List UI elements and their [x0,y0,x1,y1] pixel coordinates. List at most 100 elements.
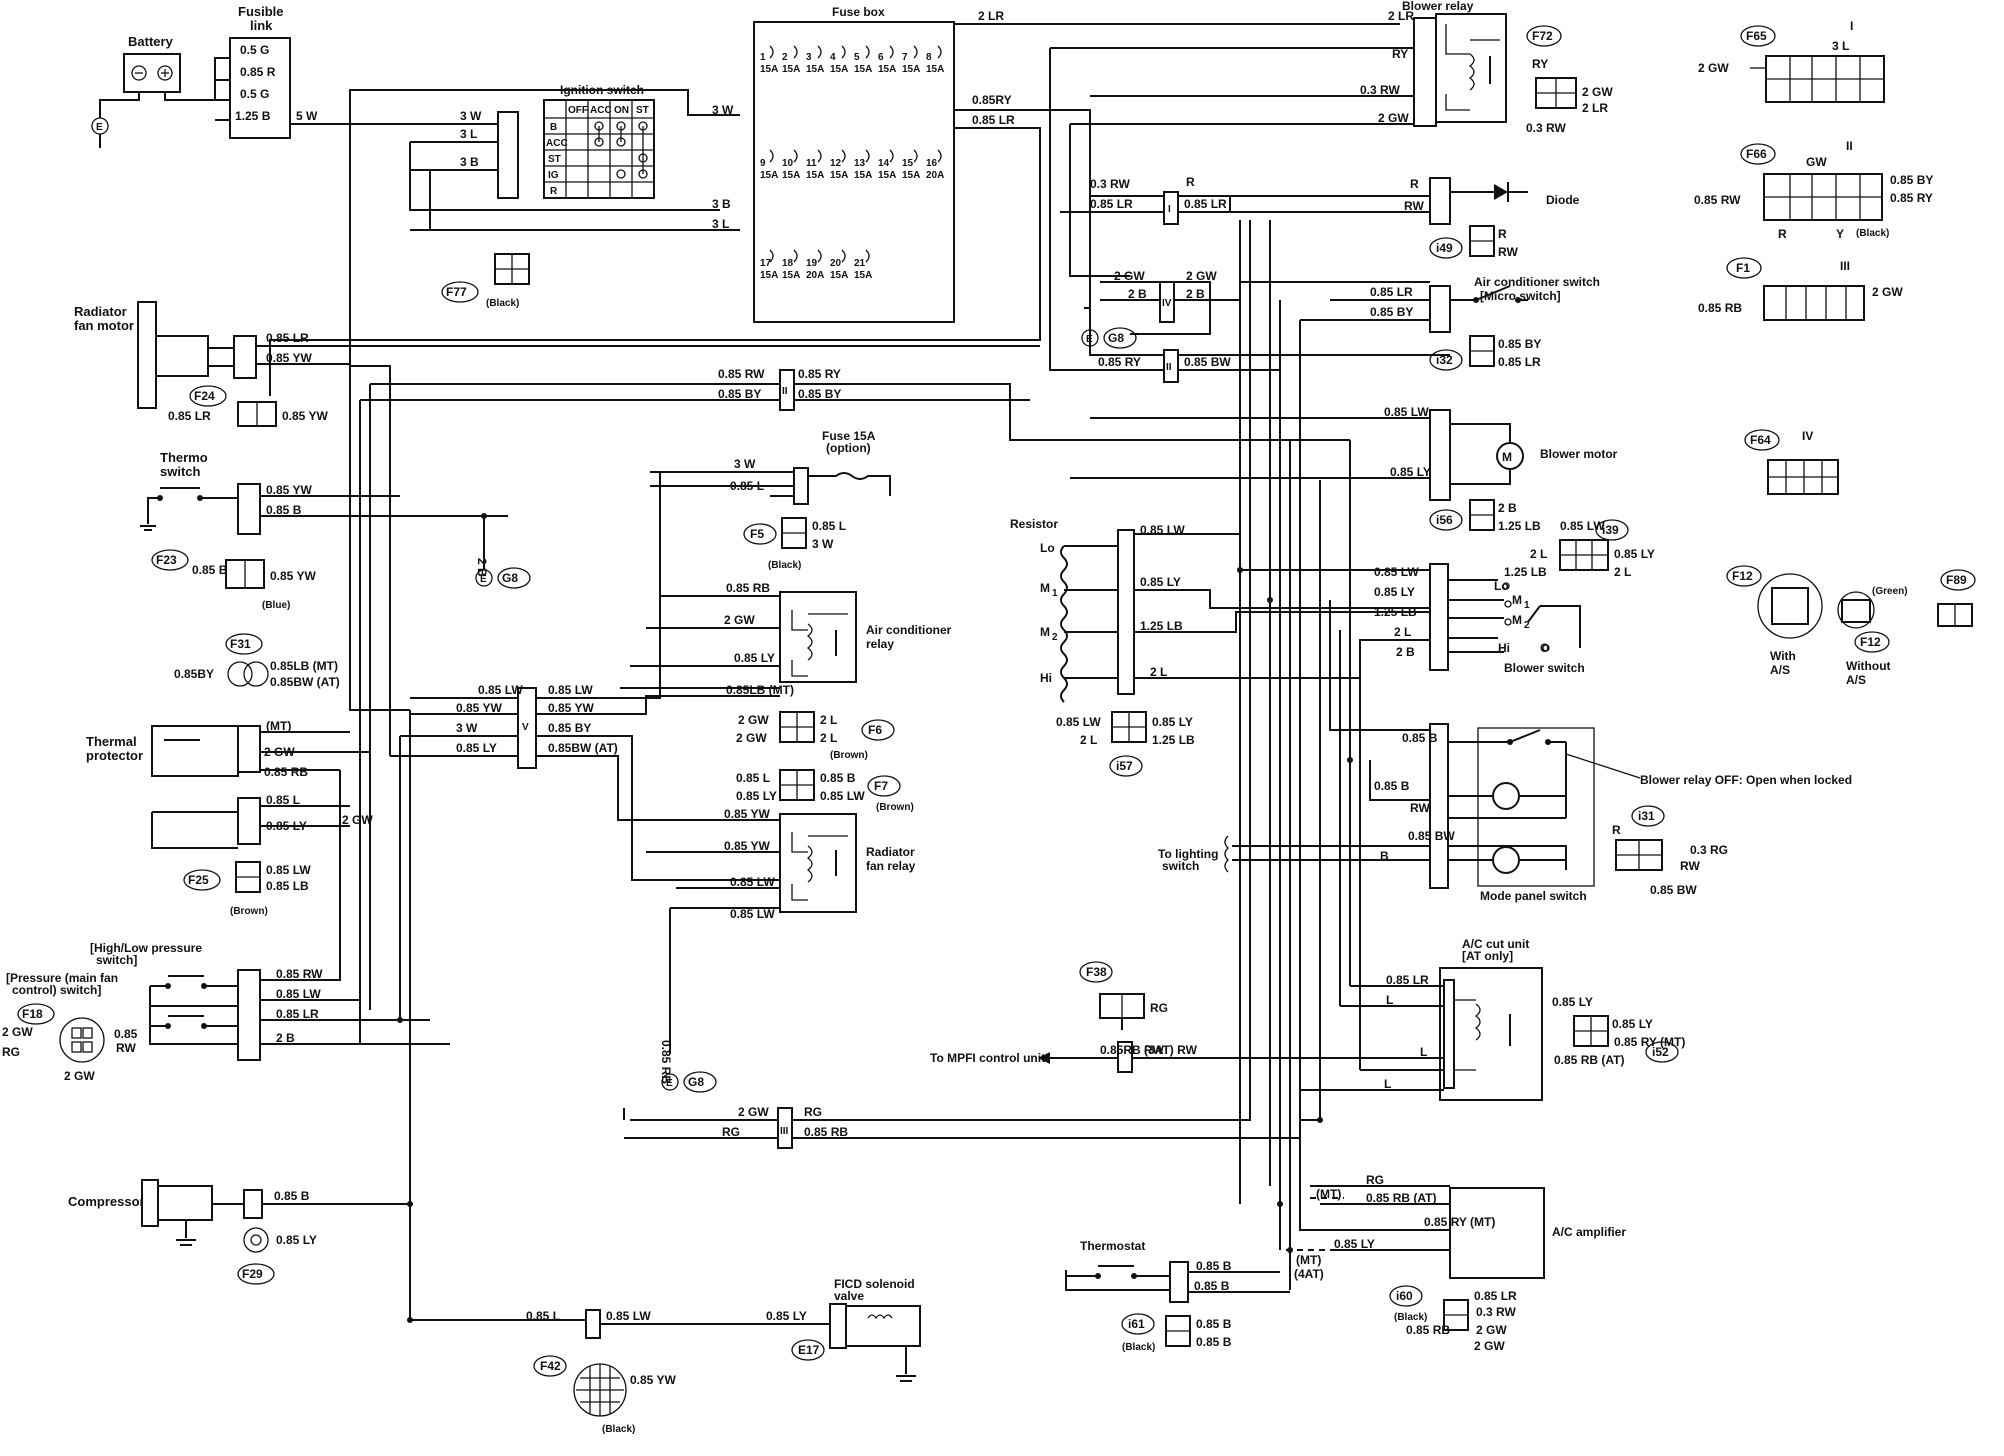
svg-text:0.85 B: 0.85 B [266,503,302,517]
svg-text:L: L [1420,1045,1427,1059]
svg-text:0.85 LR: 0.85 LR [972,113,1015,127]
svg-text:0.85 LW: 0.85 LW [606,1309,651,1323]
svg-text:0.85 LY: 0.85 LY [1390,465,1431,479]
svg-text:15: 15 [902,158,914,169]
svg-text:B: B [550,122,557,133]
svg-text:(Black): (Black) [486,298,519,309]
svg-text:12: 12 [830,158,842,169]
svg-text:0.85: 0.85 [114,1027,138,1041]
svg-text:0.85 RB: 0.85 RB [726,581,770,595]
svg-text:G8: G8 [1108,331,1124,345]
connector-ii-middle: II 0.85 RW 0.85 RY 0.85 BY 0.85 BY [359,367,1350,1045]
svg-text:21: 21 [854,258,866,269]
svg-text:(MT): (MT) [1316,1187,1341,1201]
svg-text:F12: F12 [1732,569,1753,583]
svg-text:15A: 15A [902,64,920,75]
ground-g8-left: E G8 [475,567,531,589]
svg-text:R: R [1410,177,1419,191]
diode: R RW Diode [1404,177,1580,225]
svg-text:0.85 LW: 0.85 LW [730,907,775,921]
connector-i61: i61 0.85 B 0.85 B (Black) [1121,1313,1232,1353]
svg-text:R: R [1612,823,1621,837]
svg-text:F1: F1 [1736,261,1750,275]
svg-text:IG: IG [548,170,559,181]
svg-text:15A: 15A [902,170,920,181]
svg-text:M: M [1040,581,1050,595]
svg-text:1.25 LB: 1.25 LB [1504,565,1547,579]
svg-text:15A: 15A [854,64,872,75]
svg-text:(Black): (Black) [1122,1342,1155,1353]
svg-text:1.25 LB: 1.25 LB [1152,733,1195,747]
svg-text:F38: F38 [1086,965,1107,979]
radiator-fan-relay: 0.85 YW 0.85 YW 0.85 LW 0.85 LW Radiator… [632,807,916,1084]
svg-text:II: II [1846,139,1853,153]
svg-text:1.25 LB: 1.25 LB [1374,605,1417,619]
ground-e-battery: E [91,117,109,148]
svg-text:0.85 BY: 0.85 BY [548,721,591,735]
svg-text:15A: 15A [782,64,800,75]
ficd-solenoid-valve: 0.85 L 0.85 LW 0.85 LY FICD solenoid val… [526,1277,921,1382]
svg-text:0.85 LW: 0.85 LW [1374,565,1419,579]
svg-text:0.85 LW: 0.85 LW [266,863,311,877]
pressure-switches: [High/Low pressure switch] [Pressure (ma… [6,826,450,1061]
svg-text:M: M [1512,593,1522,607]
svg-text:18: 18 [782,258,794,269]
svg-text:RG: RG [1366,1173,1384,1187]
svg-text:3 B: 3 B [712,197,731,211]
svg-text:2: 2 [1524,620,1530,631]
svg-text:F23: F23 [156,553,177,567]
svg-text:RY: RY [1392,47,1408,61]
svg-text:Blower motor: Blower motor [1540,447,1618,461]
svg-text:15A: 15A [854,170,872,181]
connector-f66: F66 II GW 0.85 RW 0.85 BY 0.85 RY R Y (B… [1694,139,1933,241]
svg-text:R: R [1186,175,1195,189]
svg-text:1: 1 [760,52,766,63]
svg-text:G8: G8 [688,1075,704,1089]
svg-text:15A: 15A [782,270,800,281]
svg-text:2: 2 [782,52,788,63]
svg-text:0.85 LR: 0.85 LR [1370,285,1413,299]
svg-text:0.85 LR: 0.85 LR [1090,197,1133,211]
svg-text:0.85 LY: 0.85 LY [276,1233,317,1247]
svg-text:Diode: Diode [1546,193,1580,207]
svg-text:16: 16 [926,158,938,169]
svg-text:2 LR: 2 LR [978,9,1004,23]
svg-text:0.85 YW: 0.85 YW [266,483,312,497]
svg-text:5 W: 5 W [296,109,318,123]
svg-text:0.85 B: 0.85 B [1196,1317,1232,1331]
connector-i49: R RW i49 [1429,225,1518,259]
svg-text:E: E [1086,334,1093,345]
to-lighting-label: To lighting switch [1158,847,1222,873]
svg-text:3 W: 3 W [456,721,478,735]
svg-text:0.85 RY (MT): 0.85 RY (MT) [1424,1215,1495,1229]
svg-text:0.85 BY: 0.85 BY [798,387,841,401]
svg-text:F24: F24 [194,389,215,403]
svg-text:0.85 RB: 0.85 RB [804,1125,848,1139]
svg-text:0.85 RB: 0.85 RB [1406,1323,1450,1337]
svg-text:0.85LB (MT): 0.85LB (MT) [726,683,794,697]
svg-text:0.85 BY: 0.85 BY [718,387,761,401]
connector-f64: F64 IV [1744,429,1839,495]
thermal-protector-label-1: Thermal [86,734,137,749]
svg-text:Lo: Lo [1494,579,1509,593]
connector-i57: 0.85 LW 2 L 0.85 LY 1.25 LB i57 [1056,711,1195,777]
svg-text:A/C amplifier: A/C amplifier [1552,1225,1626,1239]
connector-iii: III 2 GW RG RG 0.85 RB [623,220,1450,1231]
svg-text:III: III [1840,259,1850,273]
svg-text:15A: 15A [830,170,848,181]
svg-text:2 B: 2 B [1186,287,1205,301]
svg-text:0.85 LR: 0.85 LR [276,1007,319,1021]
fusible-link-label-2: link [250,18,273,33]
connector-f23: F23 0.85 B 0.85 YW (Blue) [151,549,316,611]
svg-text:0.3 RW: 0.3 RW [1360,83,1400,97]
svg-text:2 L: 2 L [1614,565,1631,579]
svg-text:2 GW: 2 GW [264,745,295,759]
svg-text:RW: RW [1404,199,1424,213]
svg-text:0.85 RB: 0.85 RB [659,1040,673,1084]
thermostat: Thermostat 0.85 B 0.85 B [1065,1239,1290,1303]
svg-text:2 B: 2 B [1498,501,1517,515]
